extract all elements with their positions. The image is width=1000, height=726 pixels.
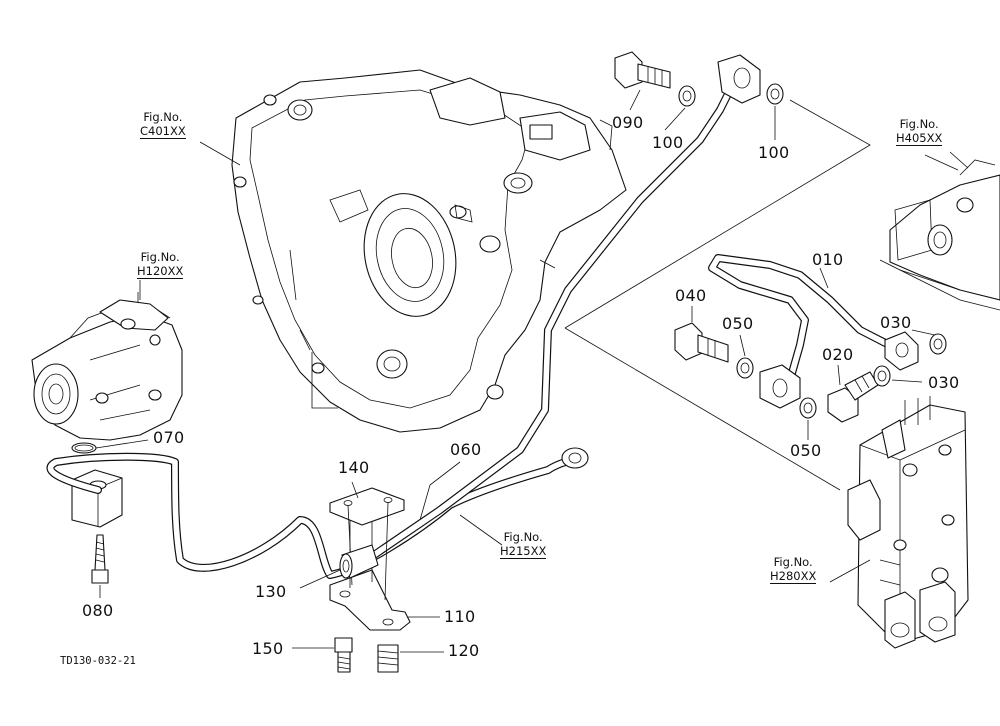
part-label-100-b: 100: [758, 143, 790, 162]
drawing-code: TD130-032-21: [60, 655, 136, 667]
fig-ref-c401-line1: Fig.No.: [143, 110, 183, 124]
part-label-050-b: 050: [790, 441, 822, 460]
washer-100-a: [678, 85, 696, 107]
fig-ref-h405: Fig.No. H405XX: [896, 117, 943, 146]
clamp-130: [339, 544, 379, 579]
fig-ref-h280-line2: H280XX: [770, 569, 817, 584]
part-label-130: 130: [255, 582, 287, 601]
part-label-010: 010: [812, 250, 844, 269]
bolt-080: [91, 534, 109, 584]
washer-050-b: [799, 397, 817, 419]
fig-ref-h405-line1: Fig.No.: [899, 117, 939, 131]
part-label-100-a: 100: [652, 133, 684, 152]
fig-ref-h405-line2: H405XX: [896, 131, 943, 146]
pipe-060: [46, 447, 589, 579]
part-label-080: 080: [82, 601, 114, 620]
bolt-150: [334, 637, 353, 673]
washer-050-a: [736, 357, 754, 379]
part-label-120: 120: [448, 641, 480, 660]
washer-030-a: [929, 333, 947, 355]
part-label-020: 020: [822, 345, 854, 364]
washer-030-b: [873, 365, 891, 387]
valve-h405: [879, 159, 1000, 311]
part-label-140: 140: [338, 458, 370, 477]
fig-ref-h120-line1: Fig.No.: [140, 250, 180, 264]
part-label-070: 070: [153, 428, 185, 447]
fig-ref-h215-line1: Fig.No.: [503, 530, 543, 544]
washer-100-b: [766, 83, 784, 105]
transmission-housing: [231, 69, 627, 433]
part-label-060: 060: [450, 440, 482, 459]
pipe-long: [351, 54, 761, 572]
part-label-030-b: 030: [928, 373, 960, 392]
part-label-150: 150: [252, 639, 284, 658]
fig-ref-h120-line2: H120XX: [137, 264, 184, 279]
hollow-bolt-040: [674, 322, 729, 363]
fig-ref-h215-line2: H215XX: [500, 544, 547, 559]
hydraulic-pump: [31, 292, 183, 441]
clamp-140: [329, 487, 405, 601]
hollow-bolt-020: [827, 371, 879, 423]
fig-ref-c401: Fig.No. C401XX: [140, 110, 186, 139]
bolt-120: [377, 644, 399, 673]
fig-ref-h280: Fig.No. H280XX: [770, 555, 817, 584]
pipe-flange: [71, 469, 123, 528]
part-label-110: 110: [444, 607, 476, 626]
hollow-bolt-090: [614, 51, 671, 89]
control-valve-h280: [847, 396, 969, 649]
fig-ref-h280-line1: Fig.No.: [773, 555, 813, 569]
part-label-030-a: 030: [880, 313, 912, 332]
part-label-040: 040: [675, 286, 707, 305]
o-ring-070: [71, 442, 97, 454]
part-label-090: 090: [612, 113, 644, 132]
pipe-010: [708, 254, 919, 409]
fig-ref-h215: Fig.No. H215XX: [500, 530, 547, 559]
fig-ref-c401-line2: C401XX: [140, 124, 186, 139]
part-label-050-a: 050: [722, 314, 754, 333]
fig-ref-h120: Fig.No. H120XX: [137, 250, 184, 279]
